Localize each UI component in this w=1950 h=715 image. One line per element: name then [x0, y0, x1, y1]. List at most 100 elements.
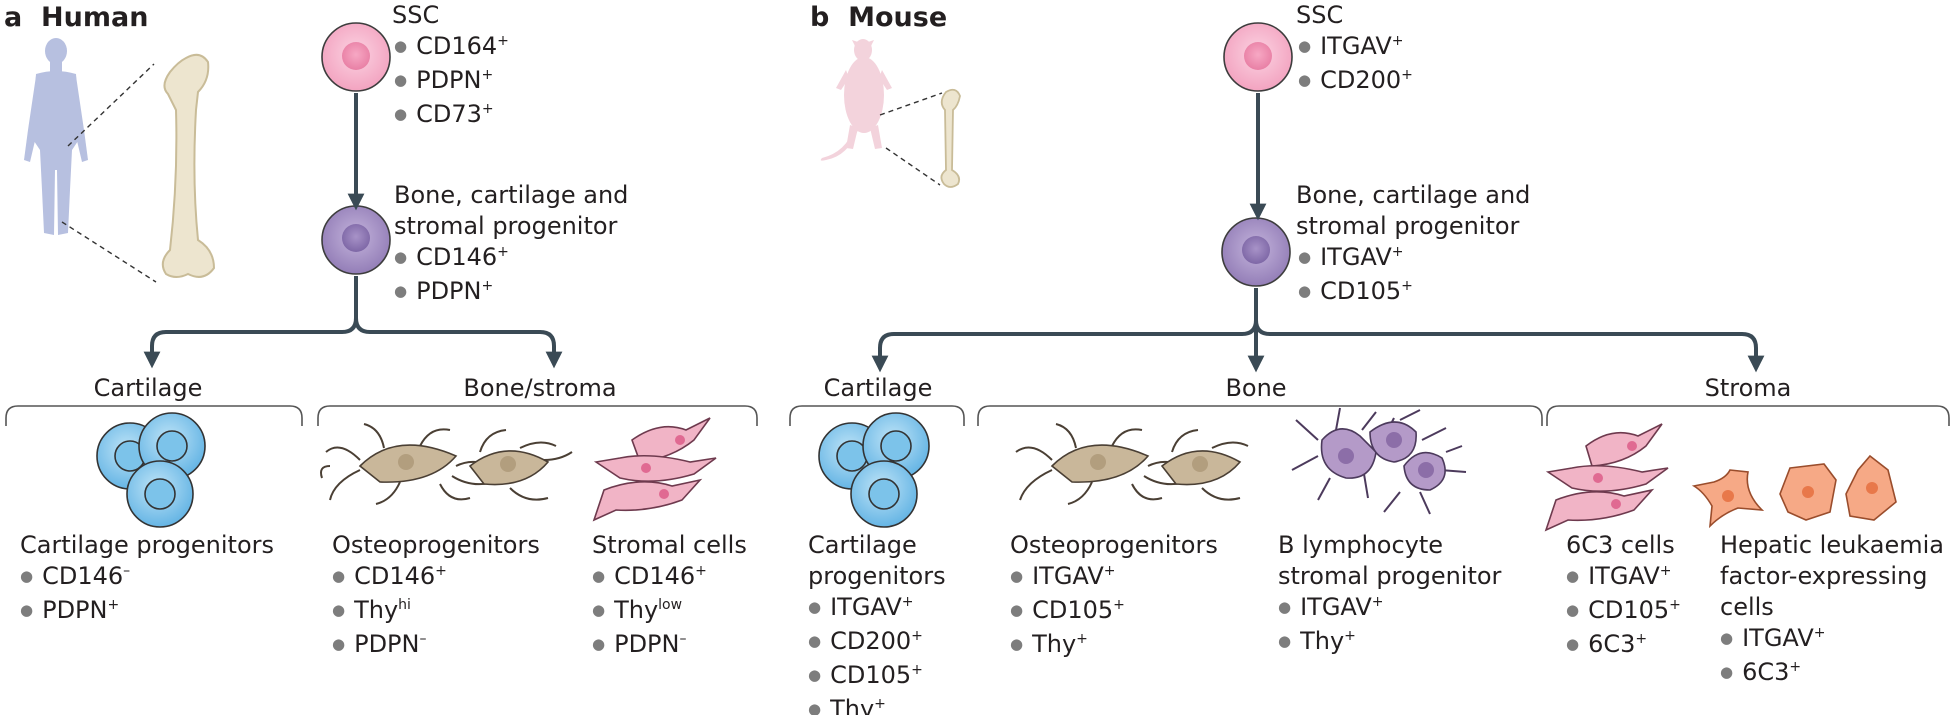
- marker-expression: +: [1076, 631, 1088, 647]
- mouse-cartilage-cells: [818, 412, 930, 528]
- marker-name: CD105: [1032, 596, 1114, 624]
- marker-expression: +: [911, 628, 923, 644]
- marker-expression: +: [1813, 625, 1826, 641]
- marker-expression: +: [1371, 594, 1384, 610]
- marker-expression: +: [497, 244, 509, 260]
- marker: PDPN–: [592, 629, 747, 663]
- marker-name: Thy: [830, 695, 875, 715]
- marker-name: PDPN: [42, 596, 108, 624]
- marker: ITGAV+: [1298, 31, 1413, 65]
- marker-name: 6C3: [1742, 658, 1790, 686]
- marker-name: CD146: [42, 562, 124, 590]
- human-osteoprogenitors-block: OsteoprogenitorsCD146+ThyhiPDPN–: [332, 530, 540, 663]
- human-lineage-arrows: [143, 93, 563, 369]
- cell-type-title: 6C3 cells: [1566, 531, 1675, 559]
- marker: PDPN–: [332, 629, 540, 663]
- marker-name: PDPN: [614, 630, 680, 658]
- marker-expression: +: [481, 278, 494, 294]
- mouse-progenitor-markers: ITGAV+CD105+: [1298, 242, 1413, 310]
- marker: 6C3+: [1566, 629, 1681, 663]
- marker: ITGAV+: [1720, 623, 1944, 657]
- human-ssc-markers: CD164+PDPN+CD73+: [394, 31, 509, 133]
- marker: Thy+: [1010, 629, 1218, 663]
- marker: CD105+: [1566, 595, 1681, 629]
- marker: Thy+: [808, 694, 946, 715]
- marker-name: Thy: [1300, 627, 1345, 655]
- human-branch-bone-stroma: Bone/stroma: [463, 374, 617, 402]
- marker-expression: +: [1113, 597, 1125, 613]
- marker-name: CD164: [416, 32, 498, 60]
- cell-type-title: Hepatic leukaemia: [1720, 531, 1945, 559]
- marker-name: CD200: [830, 627, 912, 655]
- mouse-6c3-cells: [1544, 423, 1669, 532]
- marker-expression: –: [679, 631, 687, 647]
- marker-expression: –: [419, 631, 427, 647]
- human-stromal-cells-block: Stromal cellsCD146+ThylowPDPN–: [592, 530, 747, 663]
- cell-type-title: cells: [1720, 593, 1774, 621]
- marker: CD146+: [332, 561, 540, 595]
- mouse-ssc-markers: ITGAV+CD200+: [1298, 31, 1413, 99]
- mouse-cartilage-progenitors-block: CartilageprogenitorsITGAV+CD200+CD105+Th…: [808, 530, 946, 715]
- marker-name: PDPN: [354, 630, 420, 658]
- cell-type-title: Osteoprogenitors: [332, 531, 540, 559]
- cell-type-title: factor-expressing: [1720, 562, 1928, 590]
- human-progenitor-markers: CD146+PDPN+: [394, 242, 509, 310]
- human-progenitor-cell: [321, 205, 391, 275]
- human-ssc-label: SSC: [392, 1, 440, 29]
- mouse-b-lymphocyte-stromal-cells: [1291, 407, 1467, 515]
- marker-expression: +: [1391, 33, 1404, 49]
- mouse-osteoprogenitor-cells: [1015, 423, 1249, 505]
- human-callout-lines: [61, 63, 157, 283]
- marker: CD146–: [20, 561, 274, 595]
- marker-expression: +: [695, 563, 707, 579]
- mouse-progenitor-label-line1: Bone, cartilage and: [1296, 181, 1531, 209]
- marker: CD200+: [808, 626, 946, 660]
- marker-expression: +: [1635, 631, 1648, 647]
- marker-name: 6C3: [1588, 630, 1636, 658]
- mouse-branch-bone: Bone: [1225, 374, 1287, 402]
- marker-expression: +: [1344, 628, 1356, 644]
- marker-expression: +: [481, 67, 494, 83]
- marker: ITGAV+: [808, 592, 946, 626]
- marker-expression: +: [1669, 597, 1681, 613]
- marker-name: CD73: [416, 100, 482, 128]
- panel-a-title: Human: [41, 2, 149, 33]
- marker: PDPN+: [394, 65, 509, 99]
- marker-name: ITGAV: [1742, 624, 1814, 652]
- marker-expression: +: [435, 563, 447, 579]
- group-brackets: [5, 405, 1950, 426]
- human-ssc-cell: [321, 22, 391, 92]
- marker: ITGAV+: [1298, 242, 1413, 276]
- panel-b-letter: b: [810, 2, 830, 33]
- marker: ITGAV+: [1278, 592, 1501, 626]
- marker: CD146+: [592, 561, 747, 595]
- marker-name: CD105: [1320, 277, 1402, 305]
- marker-expression: +: [497, 33, 509, 49]
- marker-name: Thy: [614, 596, 659, 624]
- marker-expression: +: [481, 101, 494, 117]
- marker-name: ITGAV: [1300, 593, 1372, 621]
- cell-type-title: Cartilage progenitors: [20, 531, 275, 559]
- marker-expression: –: [123, 563, 131, 579]
- marker-name: CD146: [354, 562, 436, 590]
- marker-name: PDPN: [416, 66, 482, 94]
- marker-expression: +: [107, 597, 120, 613]
- marker-name: Thy: [1032, 630, 1077, 658]
- human-progenitor-label-line2: stromal progenitor: [394, 212, 618, 240]
- marker-expression: +: [901, 594, 914, 610]
- marker: ITGAV+: [1566, 561, 1681, 595]
- cell-type-title: Osteoprogenitors: [1010, 531, 1218, 559]
- panel-b-heading: b Mouse: [810, 2, 947, 33]
- mouse-ssc-cell: [1223, 22, 1293, 92]
- mouse-branch-stroma: Stroma: [1704, 374, 1792, 402]
- marker: CD200+: [1298, 65, 1413, 99]
- panel-a-letter: a: [4, 2, 23, 33]
- marker: CD164+: [394, 31, 509, 65]
- marker-expression: low: [658, 597, 683, 613]
- human-cartilage-cells: [96, 412, 206, 528]
- mouse-osteoprogenitors-block: OsteoprogenitorsITGAV+CD105+Thy+: [1010, 530, 1218, 663]
- human-cartilage-progenitors-block: Cartilage progenitorsCD146–PDPN+: [20, 530, 274, 629]
- panel-a-heading: a Human: [4, 2, 148, 33]
- mouse-6c3-cells-block: 6C3 cellsITGAV+CD105+6C3+: [1566, 530, 1681, 663]
